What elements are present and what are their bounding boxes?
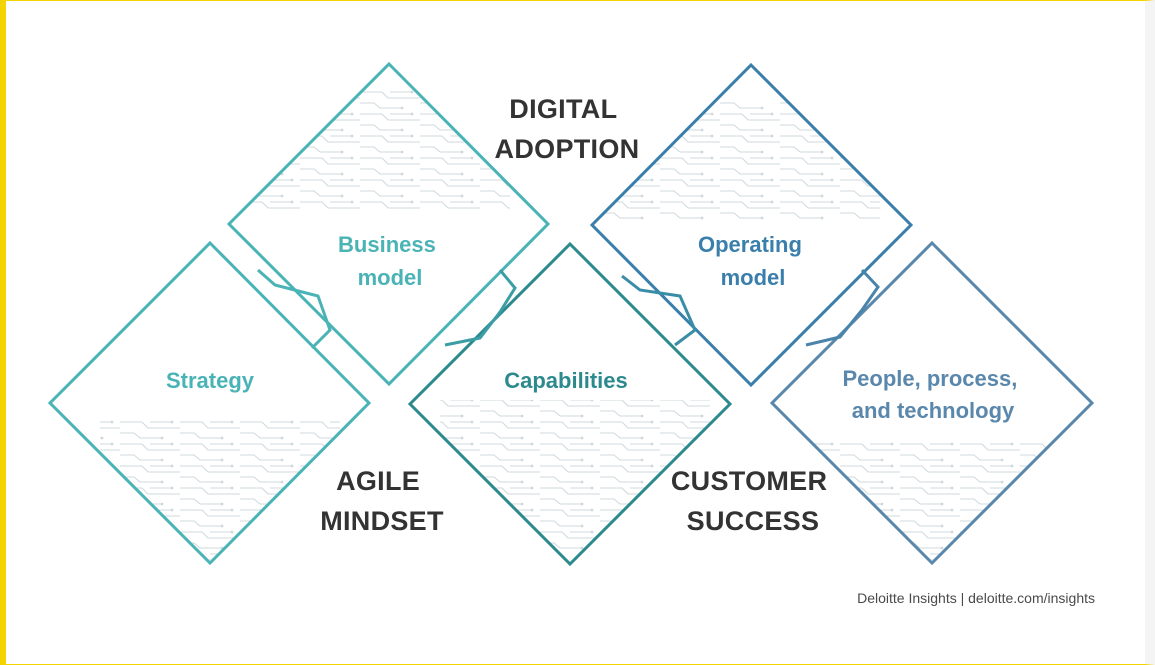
capabilities-label: Capabilities — [504, 368, 627, 393]
business-model-line-2: model — [358, 265, 423, 290]
circuit-texture-people — [810, 440, 1060, 560]
customer-success-label: CUSTOMER SUCCESS — [671, 466, 835, 536]
customer-success-line-1: CUSTOMER — [671, 466, 827, 496]
strategy-diamond — [47, 240, 372, 566]
connector-business-capabilities — [444, 269, 517, 347]
agile-mindset-line-1: AGILE — [336, 466, 420, 496]
people-line-1: People, process, — [843, 366, 1018, 391]
connector-strategy-business — [257, 268, 332, 350]
operating-model-line-1: Operating — [698, 232, 802, 257]
business-model-line-1: Business — [338, 232, 436, 257]
people-process-technology-diamond — [769, 240, 1095, 566]
capabilities-diamond — [407, 241, 733, 567]
customer-success-line-2: SUCCESS — [687, 506, 820, 536]
source-credit: Deloitte Insights | deloitte.com/insight… — [857, 590, 1095, 606]
connector-capabilities-operating — [621, 274, 697, 347]
connector-operating-people — [805, 268, 880, 347]
agile-mindset-label: AGILE MINDSET — [320, 466, 444, 536]
people-process-technology-label: People, process, and technology — [843, 366, 1024, 423]
operating-model-line-2: model — [721, 265, 786, 290]
operating-model-diamond — [589, 62, 914, 388]
digital-adoption-line-2: ADOPTION — [495, 134, 640, 164]
capabilities-line-1: Capabilities — [504, 368, 627, 393]
strategy-label: Strategy — [166, 368, 255, 393]
circuit-texture-operating — [600, 100, 880, 220]
digital-adoption-label: DIGITAL ADOPTION — [495, 94, 640, 164]
people-line-2: and technology — [852, 398, 1015, 423]
strategy-line-1: Strategy — [166, 368, 255, 393]
digital-adoption-line-1: DIGITAL — [509, 94, 617, 124]
agile-mindset-line-2: MINDSET — [320, 506, 444, 536]
circuit-texture-business — [250, 90, 510, 210]
business-model-diamond — [226, 61, 551, 387]
operating-model-label: Operating model — [698, 232, 808, 290]
business-model-label: Business model — [338, 232, 442, 290]
